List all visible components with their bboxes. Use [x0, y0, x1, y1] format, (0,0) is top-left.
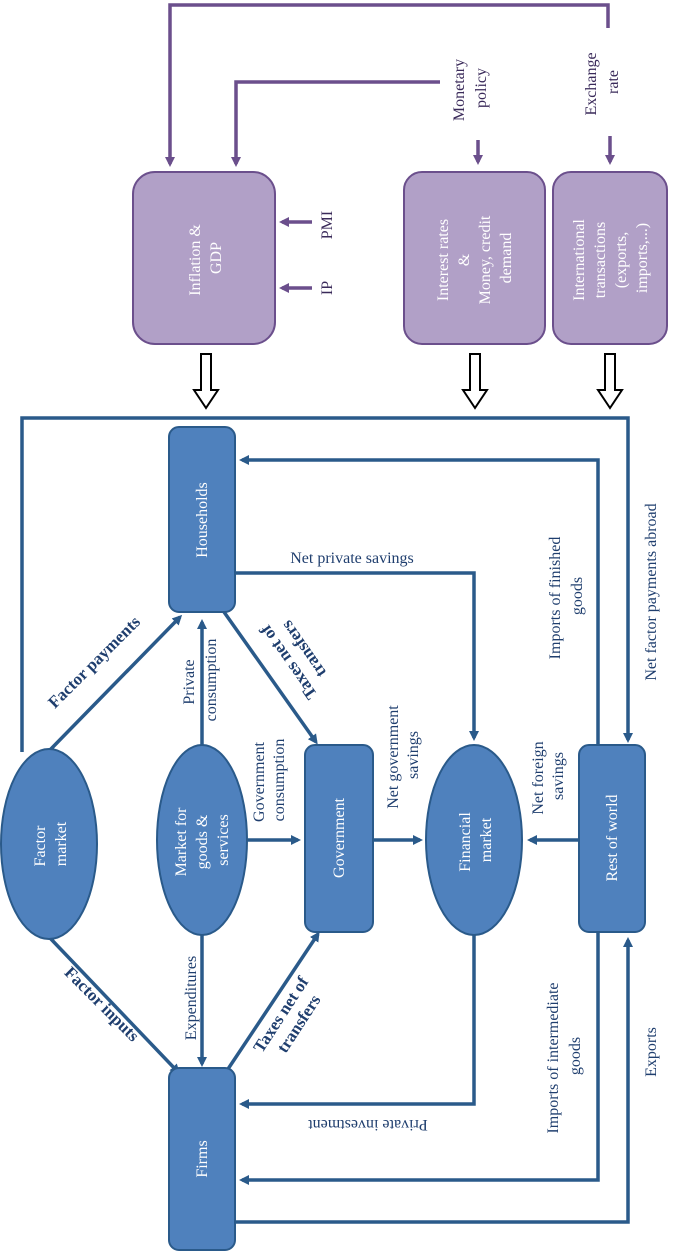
- inflation-gdp-box: [132, 171, 276, 345]
- imports-intermediate-line: [239, 932, 600, 1185]
- financial-market-node: [425, 744, 523, 936]
- private-investment-line: [239, 932, 476, 1109]
- private-investment-label: Private investment: [308, 1116, 428, 1133]
- net-factor-payments-abroad-line: [20, 416, 633, 752]
- financial-market-text: Financial market: [457, 808, 495, 872]
- imports-finished-line: [239, 455, 600, 746]
- net-factor-payments-abroad-label: Net factor payments abroad: [643, 503, 660, 680]
- goods-market-node: [156, 744, 248, 936]
- taxes-firms-line: [224, 931, 320, 1073]
- international-text: International transactions (exports, imp…: [571, 215, 651, 301]
- factor-inputs-line: [48, 936, 181, 1075]
- factor-inputs-label: Factor inputs: [61, 963, 144, 1046]
- interest-down-arrow: [461, 353, 489, 410]
- firms-node: [168, 1067, 236, 1251]
- government-consumption-label: Government consumption: [251, 738, 288, 822]
- net-private-savings-label: Net private savings: [290, 550, 414, 567]
- net-private-savings-line: [235, 571, 479, 741]
- exports-label: Exports: [643, 1027, 660, 1077]
- monetary-policy-to-inflation-line: [231, 80, 440, 167]
- ip-label: IP: [319, 281, 336, 295]
- pmi-label: PMI: [319, 211, 336, 239]
- goods-market-text: Market for goods & services: [173, 804, 232, 877]
- rest-of-world-text: Rest of world: [604, 794, 621, 881]
- private-consumption-label: Private consumption: [181, 639, 220, 722]
- inflation-down-arrow: [192, 353, 220, 410]
- government-text: Government: [331, 797, 348, 878]
- factor-market-node: [0, 748, 98, 940]
- factor-payments-label: Factor payments: [44, 612, 144, 712]
- interest-rates-box: [403, 171, 546, 345]
- households-node: [168, 426, 236, 613]
- interest-rates-text: Interest rates & Money, credit demand: [435, 212, 515, 305]
- inflation-gdp-text: Inflation & GDP: [187, 220, 225, 296]
- imports-finished-label: Imports of finished goods: [547, 533, 586, 660]
- monetary-policy-label: Monetary policy: [451, 55, 490, 121]
- net-foreign-savings-label: Net foreign savings: [530, 737, 567, 814]
- net-government-savings-label: Net government savings: [385, 701, 422, 809]
- international-down-arrow: [596, 353, 624, 410]
- factor-payments-line: [46, 614, 183, 754]
- expenditures-label: Expenditures: [183, 956, 200, 1040]
- government-node: [304, 744, 374, 933]
- exports-line: [235, 937, 633, 1224]
- exchange-rate-to-inflation-line: [165, 3, 610, 167]
- taxes-households-line: [222, 610, 318, 745]
- exchange-rate-label: Exchange rate: [583, 48, 622, 115]
- households-text: Households: [194, 482, 211, 558]
- rest-of-world-node: [578, 744, 646, 933]
- factor-market-text: Factor market: [32, 821, 70, 866]
- taxes-households-label: Taxes net of transfers: [253, 606, 337, 703]
- imports-intermediate-label: Imports of intermediate goods: [545, 978, 584, 1133]
- firms-text: Firms: [194, 1140, 211, 1177]
- international-box: [552, 171, 668, 345]
